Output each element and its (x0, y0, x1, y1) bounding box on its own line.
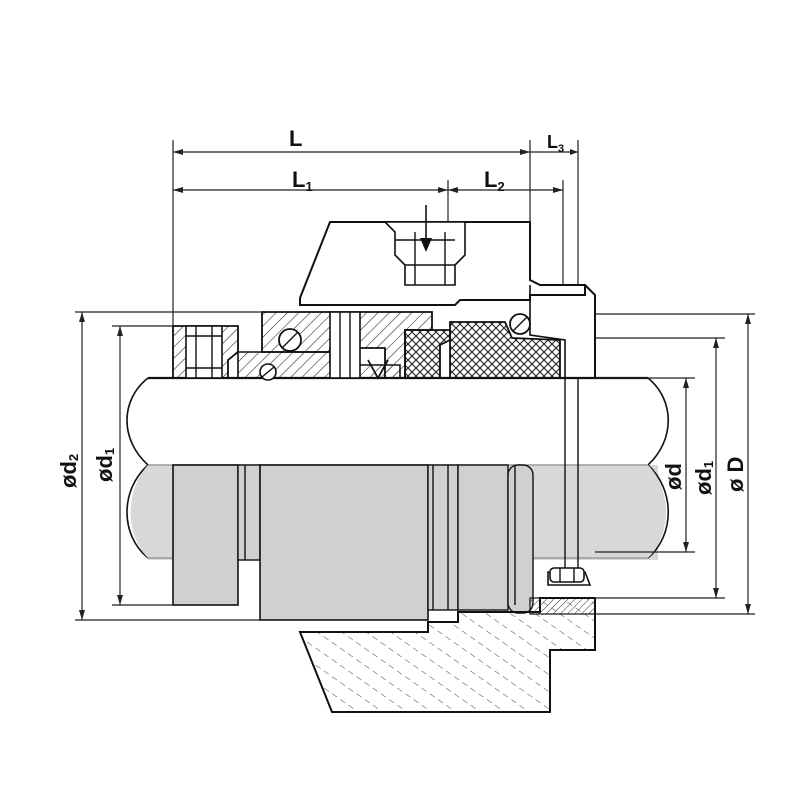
label-od2-main: ød (56, 461, 81, 488)
v-spring (367, 359, 389, 380)
gland-plate (547, 378, 592, 586)
label-od1-left-main: ød (92, 455, 117, 482)
dimension-lines (75, 140, 755, 621)
label-L1: L1 (292, 167, 313, 194)
label-od: ød (661, 463, 686, 490)
spring-force-arrow (420, 205, 432, 252)
label-L3-main: L (547, 132, 558, 152)
seal-face-rotating (404, 329, 451, 379)
label-od1-right: ød1 (691, 461, 716, 495)
label-L2-main: L (484, 167, 497, 192)
label-L2-sub: 2 (497, 179, 504, 194)
set-screw-left (185, 325, 223, 379)
label-L3: L3 (547, 132, 564, 155)
label-L1-main: L (292, 167, 305, 192)
lower-sleeve-parts (172, 464, 534, 621)
dimension-labels: L L1 L2 L3 ød2 ød1 ød ød1 ø D (56, 126, 748, 495)
label-L: L (289, 126, 302, 151)
housing (298, 597, 596, 713)
seal-face-stationary (449, 321, 561, 379)
label-od1-right-main: ød (691, 468, 716, 495)
label-oD: ø D (723, 457, 748, 492)
label-L1-sub: 1 (305, 179, 312, 194)
anti-rotation-pin (549, 567, 585, 583)
label-L3-sub: 3 (558, 143, 564, 155)
drive-collar (299, 221, 586, 306)
label-od2-sub: 2 (66, 454, 81, 461)
upper-sleeve-assembly (172, 284, 596, 381)
label-od1-right-sub: 1 (701, 461, 716, 468)
label-od1-left-sub: 1 (102, 448, 117, 455)
label-L2: L2 (484, 167, 505, 194)
label-od2: ød2 (56, 454, 81, 488)
label-od1-left: ød1 (92, 448, 117, 482)
